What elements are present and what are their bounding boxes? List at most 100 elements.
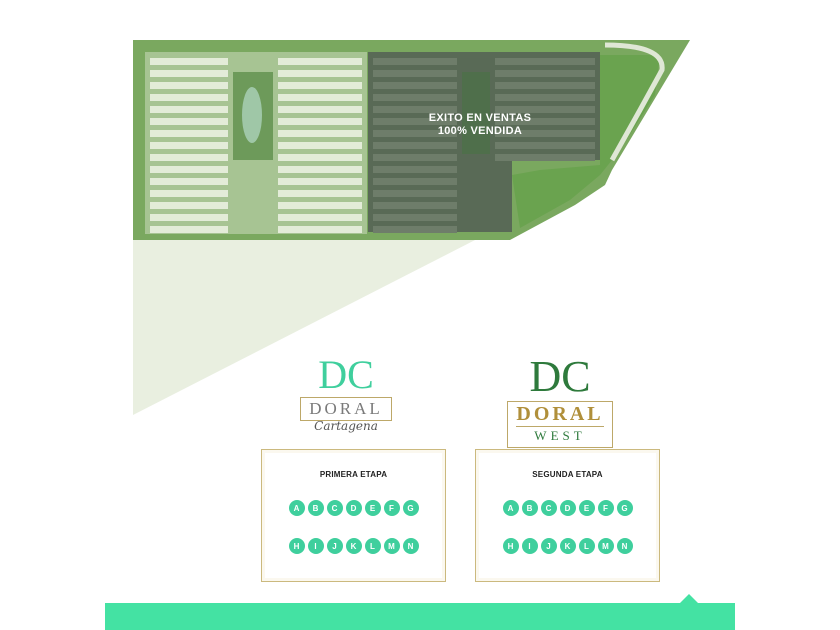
lot-m-circle[interactable]: M [383,538,400,554]
logo-cartagena-box: DORAL [300,397,392,421]
lot-row [150,226,228,233]
lot-row [373,130,457,137]
lot-h-circle[interactable]: H [502,538,519,554]
lot-n-circle[interactable]: N [402,538,419,554]
lot-row [373,214,457,221]
lots-sold-rows [373,58,595,233]
lot-row [150,130,228,137]
lot-row [373,226,457,233]
logo-west-sub: WEST [516,426,604,444]
lots-west-rows [150,58,362,233]
lot-row [278,178,362,185]
lot-row [278,190,362,197]
lot-row [150,142,228,149]
lot-c-circle[interactable]: C [540,500,557,516]
lot-row [373,190,457,197]
lot-row [150,106,228,113]
lot-row [278,130,362,137]
park-west-pond [242,87,262,143]
lot-m-circle[interactable]: M [597,538,614,554]
lot-row [150,82,228,89]
park-east [462,72,490,154]
lot-row [278,202,362,209]
lot-a-circle[interactable]: A [502,500,519,516]
lot-row [150,178,228,185]
lot-row [495,82,595,89]
lot-d-circle[interactable]: D [345,500,362,516]
lot-row [373,94,457,101]
lot-row [278,142,362,149]
lot-row [373,106,457,113]
lot-row [278,226,362,233]
lot-row [373,82,457,89]
lot-row [278,82,362,89]
lot-row [373,154,457,161]
lot-row [373,166,457,173]
logo-doral-west: DC DORAL WEST [500,355,620,448]
lot-h-circle[interactable]: H [288,538,305,554]
lot-row [373,202,457,209]
logo-west-box: DORAL WEST [507,401,613,448]
stage-2-title: SEGUNDA ETAPA [532,470,603,479]
lot-row [278,58,362,65]
lot-k-circle[interactable]: K [559,538,576,554]
lot-row [150,118,228,125]
lot-g-circle[interactable]: G [402,500,419,516]
sold-line-1: EXITO EN VENTAS [429,112,532,124]
lot-j-circle[interactable]: J [540,538,557,554]
lot-i-circle[interactable]: I [521,538,538,554]
logo-west-dc: DC [529,352,591,401]
logo-doral-cartagena: DC DORAL Cartagena [296,355,396,433]
logo-cartagena-dc: DC [318,352,374,397]
lot-l-circle[interactable]: L [578,538,595,554]
lot-i-circle[interactable]: I [307,538,324,554]
lot-row [495,58,595,65]
lot-row [150,214,228,221]
stage-1-title: PRIMERA ETAPA [319,470,388,479]
lot-row [495,142,595,149]
lot-row [150,166,228,173]
lot-f-circle[interactable]: F [383,500,400,516]
access-road [604,42,665,162]
lot-a-circle[interactable]: A [288,500,305,516]
lot-e-circle[interactable]: E [364,500,381,516]
lot-row [278,70,362,77]
bottom-bar-notch [680,594,698,603]
lot-d-circle[interactable]: D [559,500,576,516]
lot-l-circle[interactable]: L [364,538,381,554]
lot-row [150,70,228,77]
lot-row [278,154,362,161]
lot-row [373,58,457,65]
lot-k-circle[interactable]: K [345,538,362,554]
logo-west-doral: DORAL [516,403,604,425]
lot-j-circle[interactable]: J [326,538,343,554]
trees-area [512,55,660,228]
lot-row [278,118,362,125]
lot-n-circle[interactable]: N [616,538,633,554]
site-plan-map: EXITO EN VENTAS 100% VENDIDA [133,40,690,415]
lot-row [373,70,457,77]
lot-f-circle[interactable]: F [597,500,614,516]
lot-row [150,58,228,65]
lot-row [495,70,595,77]
lot-row [495,118,595,125]
lot-b-circle[interactable]: B [307,500,324,516]
lot-row [150,202,228,209]
lot-row [278,166,362,173]
bottom-bar [105,603,735,630]
lot-g-circle[interactable]: G [616,500,633,516]
sold-line-2: 100% VENDIDA [438,125,522,137]
lot-c-circle[interactable]: C [326,500,343,516]
lot-row [495,154,595,161]
lot-row [373,118,457,125]
lot-row [495,106,595,113]
lot-e-circle[interactable]: E [578,500,595,516]
lot-row [373,178,457,185]
lot-b-circle[interactable]: B [521,500,538,516]
